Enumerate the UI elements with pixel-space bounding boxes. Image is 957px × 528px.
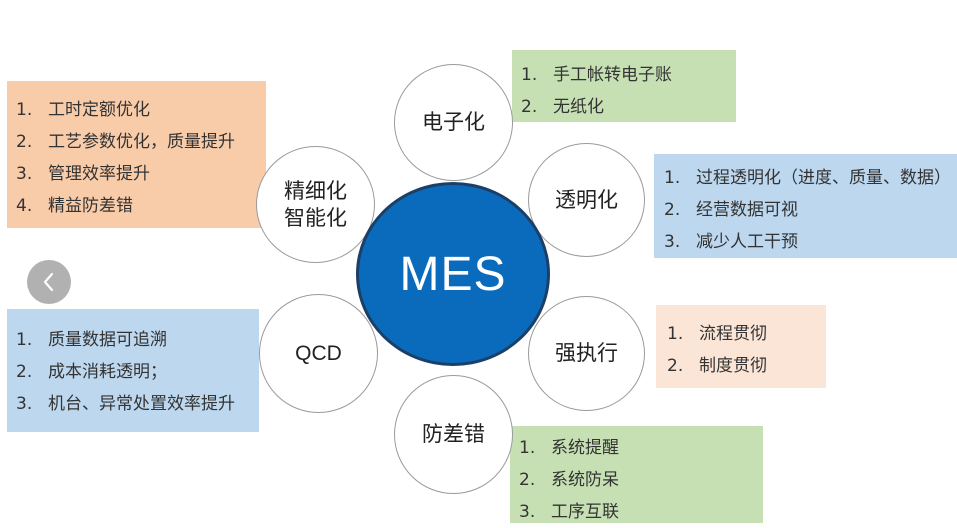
list-item: 1. 工时定额优化 bbox=[16, 94, 266, 126]
list-item: 1. 手工帐转电子账 bbox=[521, 59, 736, 91]
list-item: 2. 成本消耗透明； bbox=[16, 356, 259, 388]
node-transparent: 透明化 bbox=[528, 143, 645, 257]
list-item-number: 2. bbox=[16, 362, 33, 382]
node-execution-label: 强执行 bbox=[555, 341, 618, 365]
list-item-text: 工艺参数优化，质量提升 bbox=[48, 132, 235, 152]
error-proof-benefits-box: 1. 系统提醒 2. 系统防呆 3. 工序互联 bbox=[510, 426, 763, 523]
list-item-number: 1. bbox=[664, 168, 681, 188]
list-item: 3. 机台、异常处置效率提升 bbox=[16, 388, 259, 420]
list-item-text: 过程透明化（进度、质量、数据） bbox=[696, 168, 951, 188]
list-item: 2. 工艺参数优化，质量提升 bbox=[16, 126, 266, 158]
list-item-text: 系统提醒 bbox=[551, 438, 619, 458]
list-item: 3. 管理效率提升 bbox=[16, 158, 266, 190]
node-electronic-label: 电子化 bbox=[422, 110, 485, 134]
node-qcd: QCD bbox=[259, 294, 378, 413]
list-item: 1. 流程贯彻 bbox=[667, 318, 826, 350]
list-item-number: 1. bbox=[16, 330, 33, 350]
list-item-text: 经营数据可视 bbox=[696, 200, 798, 220]
list-item-number: 2. bbox=[519, 470, 536, 490]
list-item: 1. 系统提醒 bbox=[519, 432, 763, 464]
list-item-number: 2. bbox=[667, 356, 684, 376]
list-item-number: 4. bbox=[16, 196, 33, 216]
center-mes-label: MES bbox=[399, 247, 507, 301]
list-item-text: 流程贯彻 bbox=[699, 324, 767, 344]
list-item-number: 1. bbox=[16, 100, 33, 120]
list-item-text: 精益防差错 bbox=[48, 196, 133, 216]
list-item-number: 2. bbox=[16, 132, 33, 152]
list-item-number: 1. bbox=[521, 65, 538, 85]
list-item-text: 减少人工干预 bbox=[696, 232, 798, 252]
list-item-text: 手工帐转电子账 bbox=[553, 65, 672, 85]
list-item-number: 3. bbox=[16, 164, 33, 184]
list-item-text: 质量数据可追溯 bbox=[48, 330, 167, 350]
list-item: 2. 无纸化 bbox=[521, 91, 736, 123]
list-item: 3. 工序互联 bbox=[519, 496, 763, 528]
list-item-text: 无纸化 bbox=[553, 97, 604, 117]
node-smart-label-1: 精细化 bbox=[284, 178, 347, 203]
center-mes-circle: MES bbox=[356, 182, 550, 366]
execution-benefits-box: 1. 流程贯彻 2. 制度贯彻 bbox=[656, 305, 826, 388]
node-electronic: 电子化 bbox=[394, 64, 513, 181]
node-qcd-label: QCD bbox=[295, 342, 342, 365]
list-item-number: 1. bbox=[519, 438, 536, 458]
list-item-number: 1. bbox=[667, 324, 684, 344]
list-item-text: 成本消耗透明； bbox=[48, 362, 167, 382]
list-item-text: 机台、异常处置效率提升 bbox=[48, 394, 235, 414]
list-item: 2. 经营数据可视 bbox=[664, 194, 957, 226]
list-item-text: 制度贯彻 bbox=[699, 356, 767, 376]
list-item-text: 管理效率提升 bbox=[48, 164, 150, 184]
list-item-number: 3. bbox=[519, 502, 536, 522]
back-button[interactable] bbox=[27, 260, 71, 304]
list-item: 1. 过程透明化（进度、质量、数据） bbox=[664, 162, 957, 194]
list-item: 2. 系统防呆 bbox=[519, 464, 763, 496]
list-item-number: 3. bbox=[664, 232, 681, 252]
node-smart: 精细化 智能化 bbox=[256, 146, 375, 263]
node-error-proof: 防差错 bbox=[394, 375, 513, 494]
smart-benefits-box: 1. 工时定额优化 2. 工艺参数优化，质量提升 3. 管理效率提升 4. 精益防差错 bbox=[7, 81, 266, 228]
transparent-benefits-box: 1. 过程透明化（进度、质量、数据） 2. 经营数据可视 3. 减少人工干预 bbox=[654, 154, 957, 258]
electronic-benefits-box: 1. 手工帐转电子账 2. 无纸化 bbox=[512, 50, 736, 122]
node-smart-label-2: 智能化 bbox=[284, 205, 347, 230]
chevron-left-icon bbox=[43, 272, 54, 292]
list-item-number: 2. bbox=[664, 200, 681, 220]
list-item-text: 工序互联 bbox=[551, 502, 619, 522]
node-error-proof-label: 防差错 bbox=[422, 422, 485, 446]
list-item-text: 工时定额优化 bbox=[48, 100, 150, 120]
list-item: 2. 制度贯彻 bbox=[667, 350, 826, 382]
list-item: 3. 减少人工干预 bbox=[664, 226, 957, 258]
node-transparent-label: 透明化 bbox=[555, 187, 618, 212]
qcd-benefits-box: 1. 质量数据可追溯 2. 成本消耗透明； 3. 机台、异常处置效率提升 bbox=[7, 309, 259, 432]
list-item: 1. 质量数据可追溯 bbox=[16, 324, 259, 356]
node-execution: 强执行 bbox=[528, 296, 645, 411]
list-item-number: 3. bbox=[16, 394, 33, 414]
list-item-text: 系统防呆 bbox=[551, 470, 619, 490]
list-item: 4. 精益防差错 bbox=[16, 190, 266, 222]
list-item-number: 2. bbox=[521, 97, 538, 117]
